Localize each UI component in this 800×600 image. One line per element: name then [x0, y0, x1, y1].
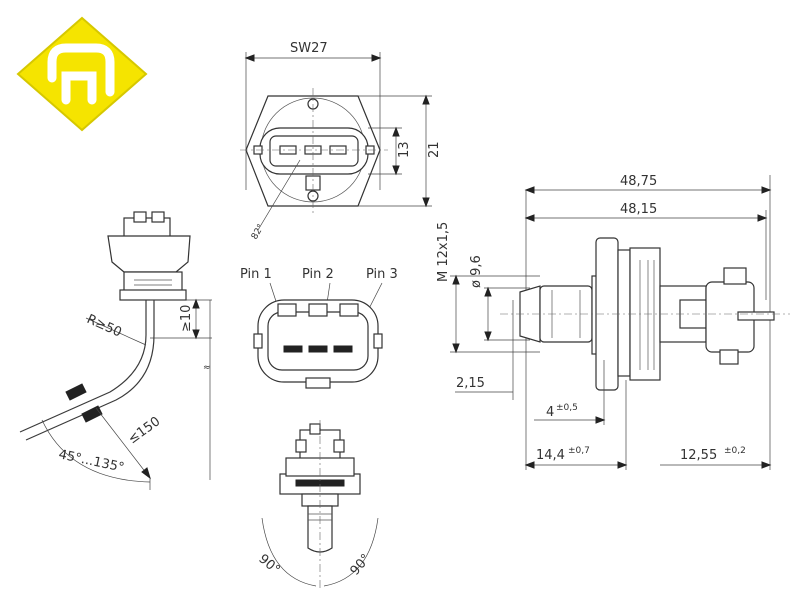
- connector-length-label: 12,55: [680, 448, 717, 463]
- overall-length-label: 48,75: [620, 174, 657, 189]
- pin1-label: Pin 1: [240, 267, 272, 282]
- pin3-label: Pin 3: [366, 267, 398, 282]
- thread-length-tol-label: ±0,7: [568, 446, 590, 456]
- pin2-label: Pin 2: [302, 267, 334, 282]
- pin-view: Pin 1 Pin 2 Pin 3: [240, 267, 398, 389]
- offset-tol-label: ±0,5: [556, 403, 578, 413]
- side-view: 48,75 48,15 M 12x1,5 ø 9,6: [436, 174, 790, 470]
- angle-label: 82°: [250, 223, 267, 242]
- diameter-label: ø 9,6: [469, 255, 484, 288]
- tip-label: 2,15: [456, 376, 485, 391]
- length-label: ≤150: [126, 414, 164, 447]
- angle-range-label: 45°...135°: [57, 447, 125, 476]
- offset-label: 4: [546, 405, 554, 420]
- dim-13-label: 13: [397, 141, 412, 158]
- wrench-size-label: SW27: [290, 41, 328, 56]
- bottom-view: 90° 90°: [255, 420, 379, 590]
- body-length-label: 48,15: [620, 202, 657, 217]
- break-mark: ≈: [203, 363, 211, 373]
- thread-label: M 12x1,5: [436, 222, 451, 282]
- thread-length-label: 14,4: [536, 448, 565, 463]
- dim-21-label: 21: [427, 141, 442, 158]
- brand-logo: [16, 16, 148, 132]
- top-view: SW27 13 21 82°: [240, 41, 442, 242]
- radius-label: R≥50: [84, 312, 123, 341]
- connector-length-tol-label: ±0,2: [724, 446, 746, 456]
- height-label: ≥10: [179, 305, 194, 332]
- angle-left-label: 90°: [255, 552, 282, 578]
- cable-view: ≥10 ≈ R≥50 ≤150 45°...135°: [19, 211, 212, 490]
